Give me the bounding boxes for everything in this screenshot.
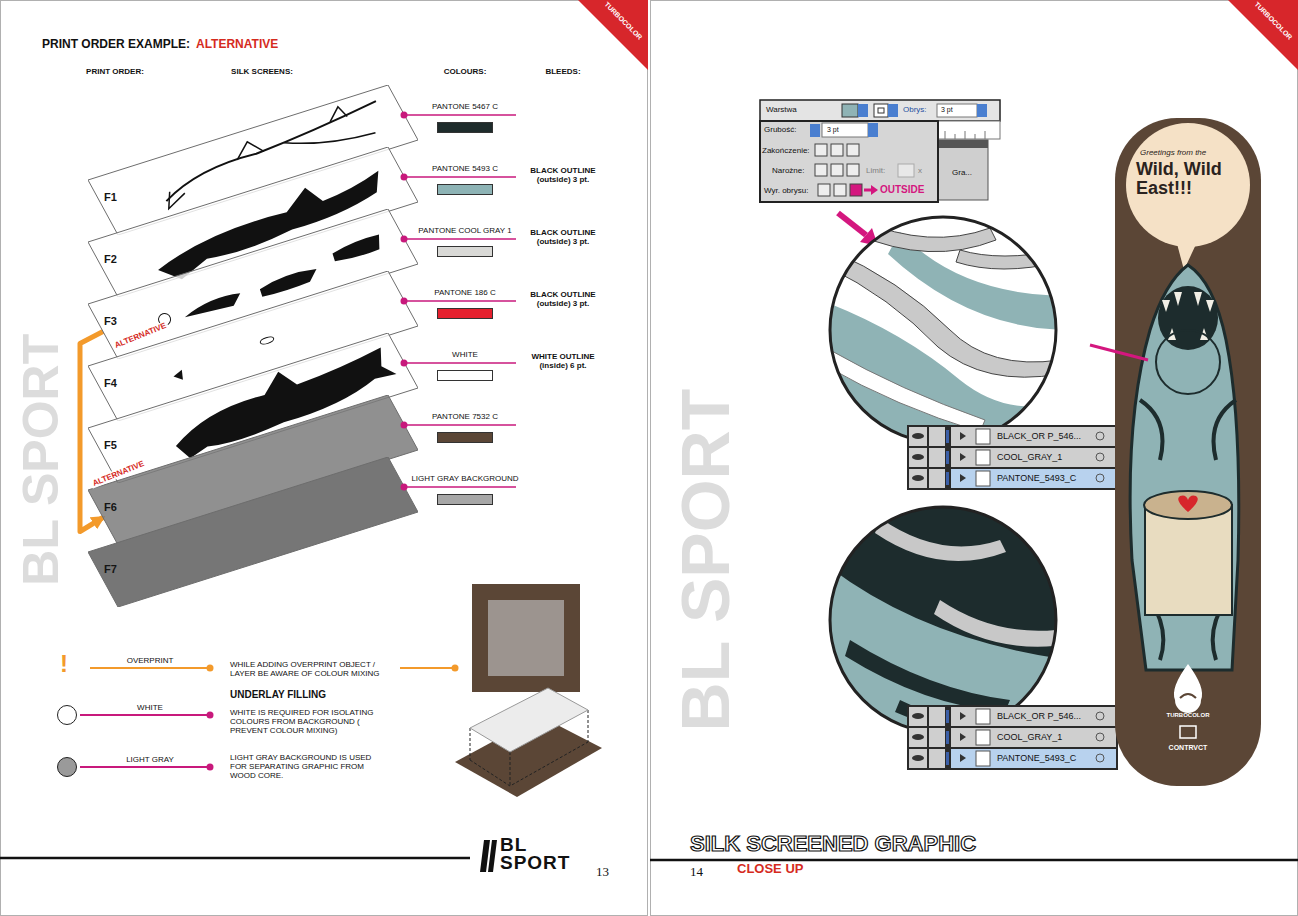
panel-label: Limit:	[866, 166, 885, 175]
legend-note: LIGHT GRAY BACKGROUND IS USED FOR SEPARA…	[230, 753, 390, 781]
legend-text: LIGHT GRAY BACKGROUND	[411, 474, 518, 483]
legend-dot	[57, 705, 77, 725]
section-title: SILK SCREENED GRAPHIC	[690, 831, 976, 856]
legend-dot	[57, 757, 77, 777]
bleed-note: BLACK OUTLINE (outside) 3 pt.	[518, 228, 608, 246]
legend-note: WHILE ADDING OVERPRINT OBJECT / LAYER BE…	[230, 660, 395, 678]
legend-heading: UNDERLAY FILLING	[230, 689, 326, 701]
legend-text: PANTONE 186 C	[434, 288, 496, 297]
layer-name: COOL_GRAY_1	[997, 732, 1062, 742]
column-header: SILK SCREENS:	[231, 67, 293, 76]
watermark: BL SPORT	[13, 334, 71, 586]
colour-swatch	[437, 122, 493, 133]
panel-label: Narożne:	[772, 166, 804, 175]
legend-text: WHITE	[137, 703, 163, 712]
callout-word: OUTSIDE	[880, 184, 924, 196]
layer-name: BLACK_OR P_546...	[997, 431, 1081, 441]
legend-text: PANTONE 7532 C	[432, 412, 498, 421]
bleed-note: WHITE OUTLINE (inside) 6 pt.	[518, 352, 608, 370]
brand-logo: BL SPORT	[500, 836, 580, 872]
board-brand: CONTRVCT	[1169, 744, 1208, 752]
colour-swatch	[437, 494, 493, 505]
screen-number: F7	[104, 563, 117, 576]
colour-swatch	[437, 184, 493, 195]
screen-number: F5	[104, 439, 117, 452]
layers-panel	[907, 425, 1118, 770]
legend-text: PANTONE 5467 C	[432, 102, 498, 111]
page-title: PRINT ORDER EXAMPLE:	[42, 38, 190, 52]
colour-swatch	[437, 246, 493, 257]
overprint-symbol: !	[60, 650, 68, 678]
column-header: COLOURS:	[444, 67, 487, 76]
legend-text: LIGHT GRAY	[126, 755, 174, 764]
bleed-note: BLACK OUTLINE (outside) 3 pt.	[518, 290, 608, 308]
screen-sheet	[88, 457, 418, 607]
board-brand: TURBOCOLOR	[1167, 712, 1210, 719]
legend-text: WHITE	[452, 350, 478, 359]
legend-text: PANTONE COOL GRAY 1	[418, 226, 511, 235]
layer-name: PANTONE_5493_C	[997, 473, 1076, 483]
legend-text: OVERPRINT	[127, 656, 174, 665]
board-text: Greetings from the	[1140, 148, 1206, 157]
panel-value: 3 pt	[941, 106, 953, 114]
layer-name: BLACK_OR P_546...	[997, 711, 1081, 721]
bleed-note: BLACK OUTLINE (outside) 3 pt.	[518, 166, 608, 184]
silk-screen: F7	[88, 457, 418, 607]
screen-number: F6	[104, 501, 117, 514]
page-number: 14	[690, 865, 703, 880]
board-text: Wild, Wild East!!!	[1136, 160, 1242, 198]
panel-label: Gra...	[952, 168, 972, 177]
section-subtitle: CLOSE UP	[737, 862, 803, 877]
panel-label: Grubość:	[764, 125, 796, 134]
panel-label: Obrys:	[903, 105, 927, 114]
legend-note: WHITE IS REQUIRED FOR ISOLATING COLOURS …	[230, 708, 390, 736]
colour-swatch	[437, 370, 493, 381]
screen-number: F3	[104, 315, 117, 328]
screen-number: F1	[104, 191, 117, 204]
screen-number: F2	[104, 253, 117, 266]
column-header: BLEEDS:	[545, 67, 580, 76]
underlay-illustration	[455, 584, 602, 797]
panel-label: x	[918, 166, 922, 175]
panel-label: Warstwa	[766, 105, 797, 114]
column-header: PRINT ORDER:	[86, 67, 144, 76]
layer-name: COOL_GRAY_1	[997, 452, 1062, 462]
layer-name: PANTONE_5493_C	[997, 753, 1076, 763]
watermark: BL SPORT	[666, 389, 744, 732]
colour-swatch	[437, 308, 493, 319]
legend-text: PANTONE 5493 C	[432, 164, 498, 173]
screen-number: F4	[104, 377, 117, 390]
page-number: 13	[596, 865, 609, 880]
panel-label: Wyr. obrysu:	[764, 186, 808, 195]
colour-swatch	[437, 432, 493, 443]
title-accent: ALTERNATIVE	[196, 38, 278, 52]
panel-value: 3 pt	[827, 126, 839, 134]
panel-label: Zakończenie:	[762, 146, 810, 155]
snowboard	[1090, 118, 1261, 786]
